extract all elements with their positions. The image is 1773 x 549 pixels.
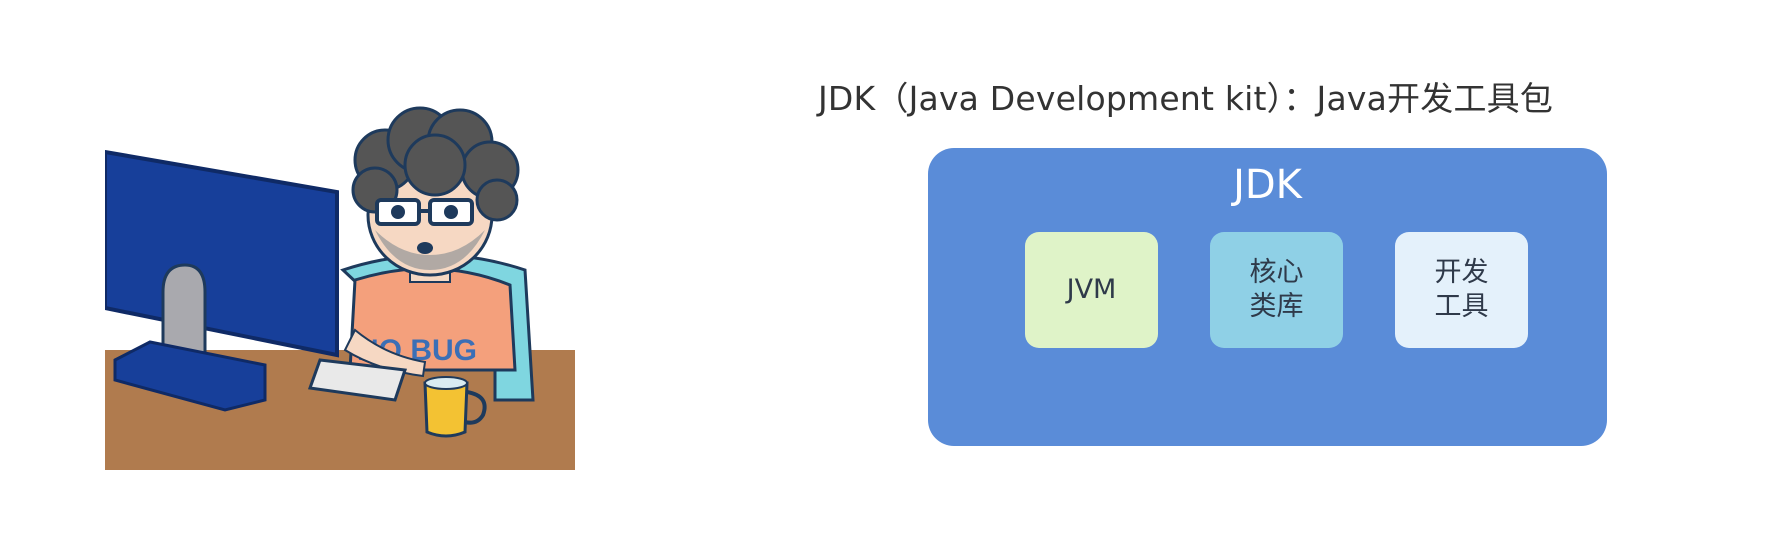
component-core-library: 核心类库: [1210, 232, 1343, 348]
component-core-library-label: 核心类库: [1242, 256, 1312, 324]
jdk-container: JDK JVM 核心类库 开发工具: [928, 148, 1607, 446]
page-heading: JDK（Java Development kit）：Java开发工具包: [818, 72, 1553, 120]
programmer-illustration: NO BUG: [105, 70, 575, 470]
coffee-mug: [425, 383, 467, 436]
component-dev-tools: 开发工具: [1395, 232, 1528, 348]
monitor: [105, 152, 337, 355]
component-jvm: JVM: [1025, 232, 1158, 348]
jdk-title: JDK: [928, 162, 1607, 208]
component-dev-tools-label: 开发工具: [1427, 256, 1497, 324]
component-jvm-label: JVM: [1057, 273, 1127, 307]
